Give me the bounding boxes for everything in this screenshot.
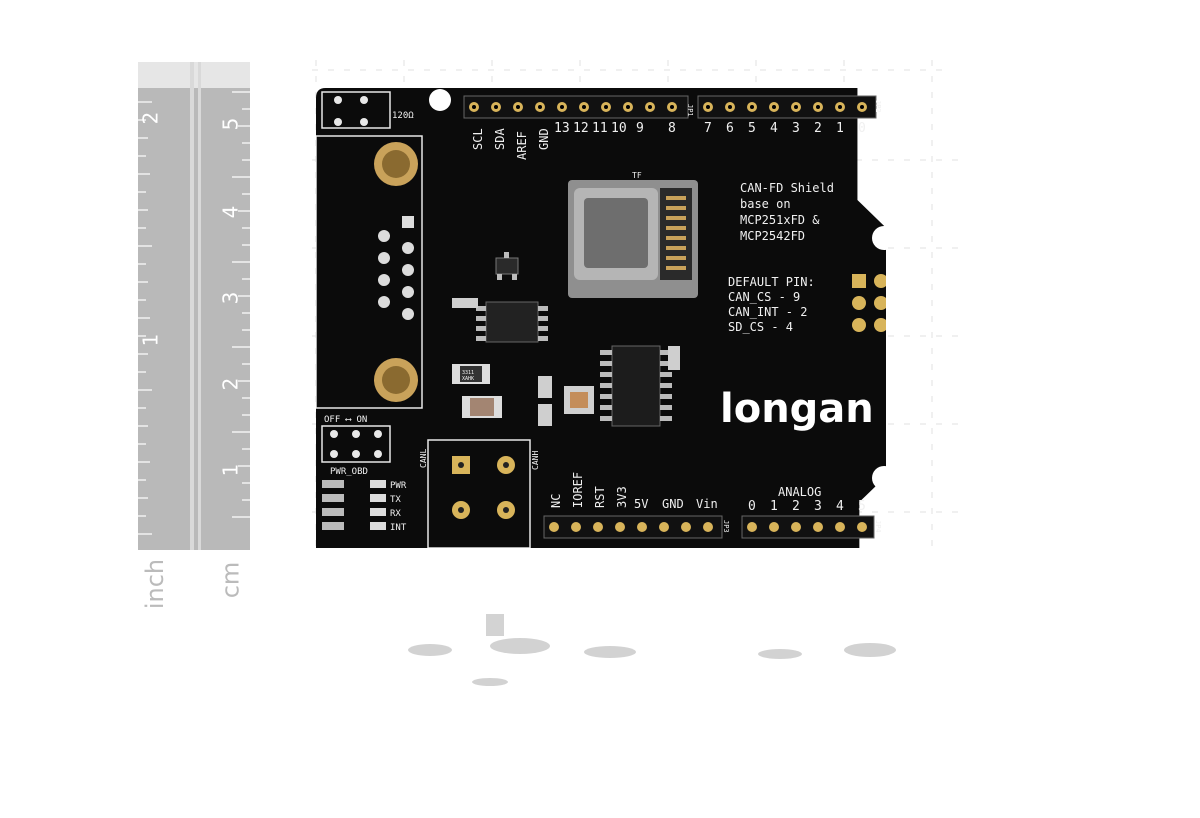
default-pin-title: DEFAULT PIN:	[728, 275, 815, 289]
cm-unit-label: cm	[216, 561, 245, 599]
smd-resistor	[668, 346, 680, 370]
analog-header	[741, 515, 875, 539]
cm-label: 2	[218, 377, 243, 391]
cm-label: 4	[218, 205, 243, 219]
pin-label-sda: SDA	[493, 128, 507, 150]
jp3-label: JP3	[722, 520, 730, 533]
canl-label: CANL	[419, 449, 428, 468]
pin-label-3v3: 3V3	[615, 486, 629, 508]
pin-label-6: 6	[726, 121, 734, 136]
pin-label-1: 1	[836, 121, 844, 136]
inch-label: 2	[138, 111, 163, 125]
desc-line: CAN-FD Shield	[740, 181, 834, 195]
jumper-outline	[321, 91, 391, 129]
switch-label: OFF ⟷ ON	[324, 415, 367, 425]
pin-label-7: 7	[704, 121, 712, 136]
pin-label-8: 8	[668, 121, 676, 136]
pin-label-10: 10	[611, 121, 627, 136]
analog-label: 0	[748, 499, 756, 514]
crystal-oscillator	[564, 386, 594, 414]
mount-hole	[872, 226, 886, 250]
analog-label: 2	[792, 499, 800, 514]
canh-label: CANH	[531, 451, 540, 470]
pin-label-gnd: GND	[537, 128, 551, 150]
inch-label: 1	[138, 333, 163, 347]
smd-resistor	[452, 298, 478, 308]
led-label-tx: TX	[390, 495, 401, 505]
switch-outline	[321, 425, 391, 463]
pin-label-scl: SCL	[471, 128, 485, 150]
analog-label: 1	[770, 499, 778, 514]
pwr-obd-label: PWR_OBD	[330, 467, 368, 477]
pin-label-9: 9	[636, 121, 644, 136]
ruler-divider	[198, 62, 201, 550]
jp4-label: JP4	[874, 520, 882, 533]
sot23-chip	[495, 257, 519, 275]
led-group	[322, 480, 386, 530]
cm-label: 5	[218, 117, 243, 131]
pcb-body	[316, 88, 886, 548]
pin-label-13: 13	[554, 121, 570, 136]
pin-label-gnd: GND	[662, 497, 684, 511]
soic8-chip	[476, 301, 548, 343]
ruler-ticks	[138, 91, 250, 535]
desc-line: MCP251xFD &	[740, 213, 820, 227]
db9-outline	[316, 135, 423, 409]
tf-card-slot	[568, 180, 698, 298]
tf-label: TF	[632, 171, 642, 180]
mount-hole	[429, 89, 451, 111]
reflection-artifacts	[408, 614, 896, 686]
pin-label-5v: 5V	[634, 497, 648, 511]
analog-label: 5	[858, 499, 866, 514]
pin-label-12: 12	[573, 121, 589, 136]
pin-label-vin: Vin	[696, 497, 718, 511]
pin-label-nc: NC	[549, 494, 563, 508]
pin-label-ioref: IOREF	[571, 472, 585, 508]
cm-label: 1	[218, 463, 243, 477]
jp2-label: JP2	[874, 100, 882, 113]
capacitor-tan	[462, 396, 502, 418]
can-fd-shield-board: 120Ω JP1 JP2 SCL SDA AREF GND 13 12 11 1…	[316, 88, 886, 548]
measurement-ruler: 2 1 5 4 3 2 1	[138, 62, 250, 550]
pin-label-4: 4	[770, 121, 778, 136]
analog-title: ANALOG	[778, 485, 821, 499]
inch-unit-label: inch	[141, 558, 170, 610]
cm-label: 3	[218, 291, 243, 305]
ruler-divider	[190, 62, 194, 550]
pin-label-aref: AREF	[515, 131, 529, 160]
svg-text:longan: longan	[720, 386, 874, 432]
led-label-rx: RX	[390, 509, 401, 519]
icsp-header	[852, 274, 886, 332]
pin-label-11: 11	[592, 121, 608, 136]
longan-logo: longan	[720, 386, 874, 432]
can-terminal-outline	[427, 439, 531, 548]
mount-hole	[872, 466, 886, 490]
svg-text:3311: 3311	[462, 370, 474, 376]
default-pin-line: CAN_CS - 9	[728, 290, 800, 304]
pin-label-rst: RST	[593, 486, 607, 508]
pin-label-5: 5	[748, 121, 756, 136]
capacitor-3311: 3311 XAHK	[452, 364, 490, 384]
pin-label-3: 3	[792, 121, 800, 136]
analog-label: 3	[814, 499, 822, 514]
resistor-label: 120Ω	[392, 111, 414, 121]
pin-label-0: 0	[858, 121, 866, 136]
default-pin-line: CAN_INT - 2	[728, 305, 807, 319]
default-pin-line: SD_CS - 4	[728, 320, 793, 334]
ruler-top-cap	[138, 62, 250, 88]
pin-label-2: 2	[814, 121, 822, 136]
soic14-chip	[600, 345, 672, 427]
analog-label: 4	[836, 499, 844, 514]
led-label-int: INT	[390, 523, 407, 533]
power-header	[543, 515, 723, 539]
svg-text:XAHK: XAHK	[462, 376, 474, 382]
led-label-pwr: PWR	[390, 481, 407, 491]
desc-line: base on	[740, 197, 791, 211]
smd-resistor	[538, 404, 552, 426]
desc-line: MCP2542FD	[740, 229, 805, 243]
jp1-label: JP1	[686, 104, 694, 117]
smd-resistor	[538, 376, 552, 398]
